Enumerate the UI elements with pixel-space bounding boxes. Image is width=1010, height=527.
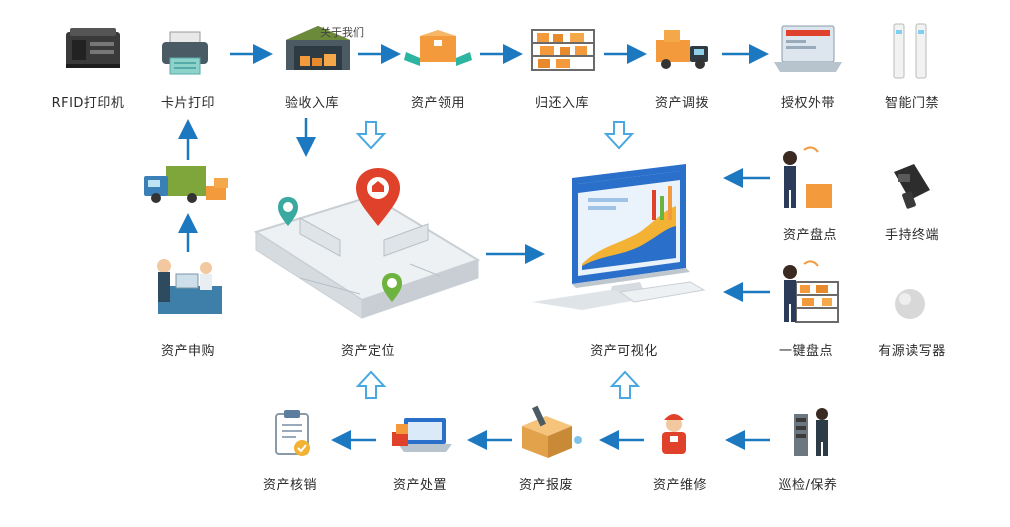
warehouse-receiving-icon: [286, 26, 350, 70]
inventory-worker-icon: [783, 146, 832, 208]
purchase-office-icon: [157, 259, 222, 314]
label-asset-transfer: 资产调拨: [654, 96, 709, 111]
rfid-printer-icon: [66, 28, 120, 68]
repair-worker-icon: [662, 414, 686, 454]
label-card-print: 卡片打印: [160, 96, 215, 111]
transfer-truck-icon: [656, 30, 708, 69]
label-asset-purchase: 资产申购: [160, 344, 215, 359]
asset-claim-icon: [404, 30, 472, 66]
label-smart-gate: 智能门禁: [884, 96, 939, 111]
authorized-laptop-icon: [774, 25, 842, 72]
hollow-arrow-scrap-up: [355, 370, 387, 399]
writeoff-clipboard-icon: [275, 410, 310, 456]
hollow-arrow-return-down: [603, 121, 635, 150]
delivery-truck-icon: [144, 166, 228, 203]
label-handheld-terminal: 手持终端: [884, 228, 939, 243]
hollow-arrow-repair-up: [609, 370, 641, 399]
card-printer-icon: [162, 31, 208, 75]
label-authorized-out: 授权外带: [780, 96, 835, 111]
location-pin-red-icon: [356, 168, 400, 226]
label-asset-claim: 资产领用: [410, 96, 465, 111]
active-reader-icon: [895, 289, 925, 319]
label-asset-scrap: 资产报废: [518, 478, 573, 493]
label-asset-location: 资产定位: [340, 344, 395, 359]
label-asset-disposal: 资产处置: [392, 478, 447, 493]
disposal-laptop-icon: [392, 418, 452, 452]
label-active-reader: 有源读写器: [878, 344, 946, 359]
dashboard-monitor-icon: [532, 164, 706, 310]
label-return-storage: 归还入库: [534, 96, 589, 111]
label-asset-inventory: 资产盘点: [782, 228, 837, 243]
inspection-worker-icon: [794, 408, 828, 456]
location-pin-green-icon: [382, 273, 402, 302]
label-asset-writeoff: 资产核销: [262, 478, 317, 493]
location-pin-teal-icon: [278, 197, 298, 226]
label-rfid-printer: RFID打印机: [51, 96, 125, 111]
return-storage-shelf-icon: [531, 29, 595, 71]
label-receive-storage: 验收入库: [284, 96, 339, 111]
label-asset-visualization: 资产可视化: [590, 344, 658, 359]
handheld-terminal-icon: [894, 164, 930, 209]
smart-gate-icon: [893, 23, 927, 79]
label-inspection-maintenance: 巡检/保养: [778, 478, 838, 493]
label-one-key-inventory: 一键盘点: [778, 344, 833, 359]
hollow-arrow-claim-down: [355, 121, 387, 150]
about-us-link[interactable]: 关于我们: [320, 26, 364, 39]
label-asset-repair: 资产维修: [652, 478, 707, 493]
floor-plan-icon: [253, 194, 481, 319]
scrap-box-icon: [522, 405, 582, 458]
onekey-worker-icon: [783, 260, 839, 323]
